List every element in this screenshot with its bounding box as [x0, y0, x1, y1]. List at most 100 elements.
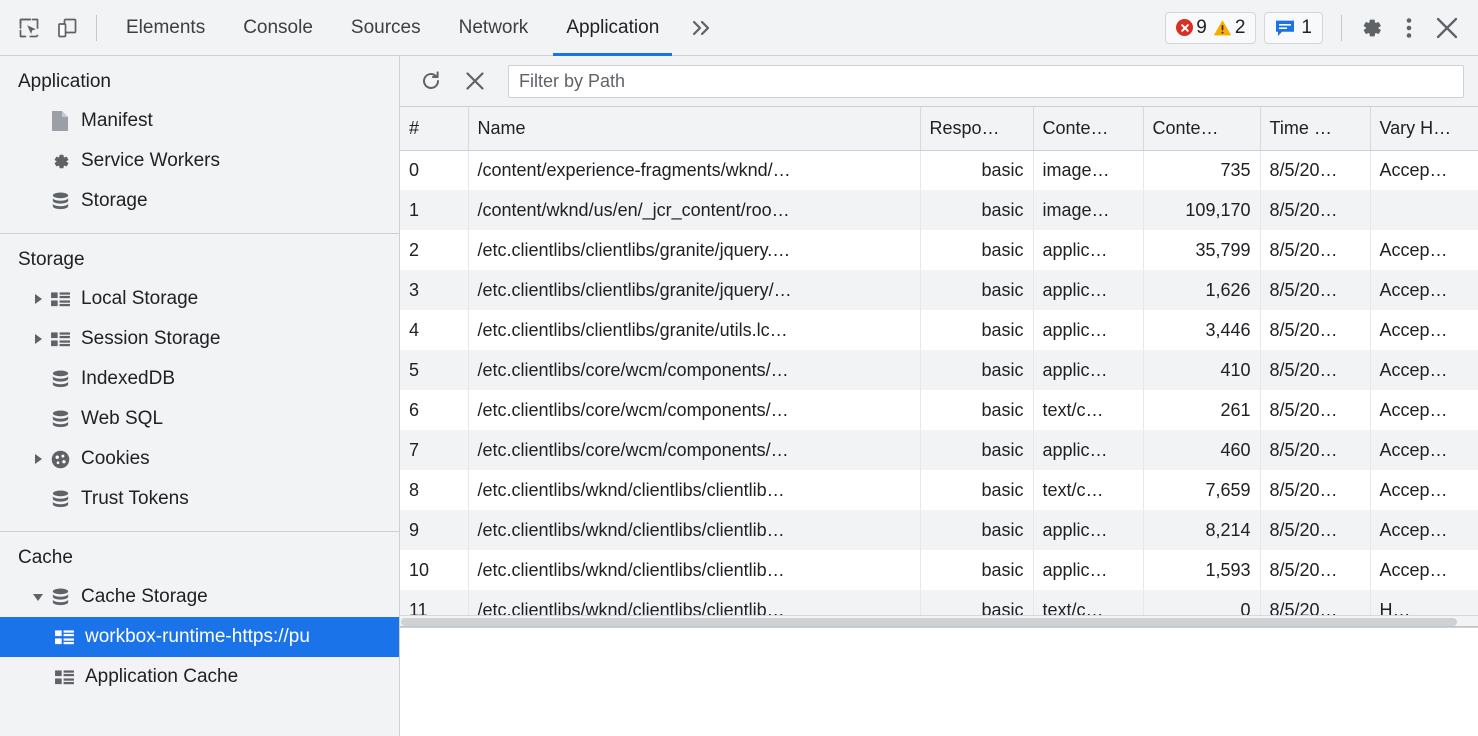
database-icon — [48, 488, 72, 510]
cell-time-cached: 8/5/20… — [1260, 590, 1371, 615]
table-row[interactable]: 9 /etc.clientlibs/wknd/clientlibs/client… — [400, 510, 1478, 550]
message-count: 1 — [1301, 17, 1312, 38]
tab-label: Elements — [126, 16, 206, 38]
chevron-right-icon[interactable] — [30, 291, 46, 307]
cell-response-type: basic — [920, 310, 1034, 350]
issues-counter[interactable]: 9 2 — [1165, 11, 1257, 44]
column-header-content-type[interactable]: Conte… — [1033, 107, 1144, 151]
cell-number: 10 — [400, 550, 469, 590]
cell-vary-header: Accep… — [1379, 519, 1448, 540]
cell-response-type: basic — [920, 550, 1034, 590]
cell-number: 0 — [400, 150, 469, 190]
cell-time-cached: 8/5/20… — [1260, 510, 1371, 550]
tab-console[interactable]: Console — [224, 0, 332, 56]
cell-time-cached: 8/5/20… — [1260, 350, 1371, 390]
table-body: 0 /content/experience-fragments/wknd/… b… — [400, 150, 1478, 615]
sidebar-item-web-sql[interactable]: Web SQL — [0, 399, 399, 439]
refresh-icon[interactable] — [412, 62, 450, 100]
more-tabs-icon[interactable] — [678, 0, 724, 56]
column-header-content-length[interactable]: Conte… — [1143, 107, 1261, 151]
sidebar-item-cookies[interactable]: Cookies — [0, 439, 399, 479]
cell-name: /etc.clientlibs/wknd/clientlibs/clientli… — [468, 550, 921, 590]
scrollbar-thumb[interactable] — [401, 618, 1458, 626]
cell-content-type: applic… — [1033, 550, 1144, 590]
inspect-element-icon[interactable] — [10, 9, 48, 47]
tab-application[interactable]: Application — [547, 0, 678, 56]
cell-content-length: 460 — [1143, 430, 1261, 470]
chevron-right-icon[interactable] — [30, 451, 46, 467]
cookie-icon — [48, 448, 72, 470]
cell-response-type: basic — [920, 470, 1034, 510]
cell-number: 4 — [400, 310, 469, 350]
tab-elements[interactable]: Elements — [107, 0, 224, 56]
column-header-time-cached[interactable]: Time … — [1260, 107, 1371, 151]
kebab-menu-icon[interactable] — [1390, 9, 1428, 47]
database-icon — [48, 190, 72, 212]
cell-content-type: image… — [1033, 190, 1144, 230]
cache-storage-panel: # Name Respo… Conte… Conte… Time … Vary … — [400, 56, 1478, 736]
table-row[interactable]: 1 /content/wknd/us/en/_jcr_content/roo… … — [400, 190, 1478, 230]
cell-name: /content/experience-fragments/wknd/… — [468, 150, 921, 190]
cell-number: 2 — [400, 230, 469, 270]
devtools-toolbar: Elements Console Sources Network Applica… — [0, 0, 1478, 56]
horizontal-scrollbar[interactable] — [400, 615, 1478, 627]
sidebar-item-service-workers[interactable]: Service Workers — [0, 141, 399, 181]
column-header-number[interactable]: # — [400, 107, 469, 151]
chevron-right-icon[interactable] — [30, 331, 46, 347]
tab-label: Console — [243, 16, 313, 38]
column-header-vary-header[interactable]: Vary H… — [1370, 107, 1478, 151]
sidebar-item-storage[interactable]: Storage — [0, 181, 399, 221]
table-row[interactable]: 7 /etc.clientlibs/core/wcm/components/… … — [400, 430, 1478, 470]
sidebar-item-trust-tokens[interactable]: Trust Tokens — [0, 479, 399, 519]
sidebar-item-label: IndexedDB — [81, 368, 176, 389]
cell-vary-header: Accep… — [1379, 439, 1448, 460]
warning-count: 2 — [1234, 17, 1246, 38]
close-icon[interactable] — [1428, 9, 1466, 47]
column-header-response-type[interactable]: Respo… — [920, 107, 1034, 151]
table-row[interactable]: 11 /etc.clientlibs/wknd/clientlibs/clien… — [400, 590, 1478, 615]
sidebar-item-local-storage[interactable]: Local Storage — [0, 279, 399, 319]
table-row[interactable]: 2 /etc.clientlibs/clientlibs/granite/jqu… — [400, 230, 1478, 270]
cell-content-length: 410 — [1143, 350, 1261, 390]
cell-name: /etc.clientlibs/clientlibs/granite/jquer… — [468, 230, 921, 270]
cell-content-type: text/c… — [1033, 390, 1144, 430]
chevron-down-icon[interactable] — [30, 589, 46, 605]
table-row[interactable]: 8 /etc.clientlibs/wknd/clientlibs/client… — [400, 470, 1478, 510]
cell-content-type: applic… — [1033, 350, 1144, 390]
filter-input[interactable] — [508, 64, 1464, 98]
sidebar-item-label: Session Storage — [81, 328, 221, 349]
cell-content-length: 735 — [1143, 150, 1261, 190]
database-icon — [48, 408, 72, 430]
cell-number: 1 — [400, 190, 469, 230]
sidebar-item-session-storage[interactable]: Session Storage — [0, 319, 399, 359]
table-row[interactable]: 4 /etc.clientlibs/clientlibs/granite/uti… — [400, 310, 1478, 350]
gear-icon[interactable] — [1352, 9, 1390, 47]
delete-selected-icon[interactable] — [456, 62, 494, 100]
tab-network[interactable]: Network — [440, 0, 548, 56]
warning-counter[interactable]: 2 — [1213, 17, 1246, 38]
sidebar-item-workbox-runtime-cache[interactable]: workbox-runtime-https://pu — [0, 617, 399, 657]
application-sidebar: Application Manifest — [0, 56, 400, 736]
table-row[interactable]: 3 /etc.clientlibs/clientlibs/granite/jqu… — [400, 270, 1478, 310]
error-counter[interactable]: 9 — [1176, 18, 1207, 37]
tab-sources[interactable]: Sources — [332, 0, 440, 56]
cell-time-cached: 8/5/20… — [1260, 150, 1371, 190]
device-toolbar-icon[interactable] — [48, 9, 86, 47]
sidebar-item-application-cache[interactable]: Application Cache — [0, 657, 399, 697]
table-row[interactable]: 0 /content/experience-fragments/wknd/… b… — [400, 150, 1478, 190]
messages-counter[interactable]: 1 — [1264, 11, 1323, 44]
cell-response-type: basic — [920, 430, 1034, 470]
table-row[interactable]: 5 /etc.clientlibs/core/wcm/components/… … — [400, 350, 1478, 390]
sidebar-item-label: Web SQL — [81, 408, 164, 429]
sidebar-item-manifest[interactable]: Manifest — [0, 101, 399, 141]
sidebar-item-cache-storage[interactable]: Cache Storage — [0, 577, 399, 617]
sidebar-item-label: Application Cache — [85, 666, 239, 687]
sidebar-item-indexeddb[interactable]: IndexedDB — [0, 359, 399, 399]
cell-time-cached: 8/5/20… — [1260, 310, 1371, 350]
table-row[interactable]: 10 /etc.clientlibs/wknd/clientlibs/clien… — [400, 550, 1478, 590]
cell-content-type: image… — [1033, 150, 1144, 190]
table-header: # Name Respo… Conte… Conte… Time … Vary … — [400, 107, 1478, 151]
column-header-name[interactable]: Name — [468, 107, 921, 151]
table-row[interactable]: 6 /etc.clientlibs/core/wcm/components/… … — [400, 390, 1478, 430]
